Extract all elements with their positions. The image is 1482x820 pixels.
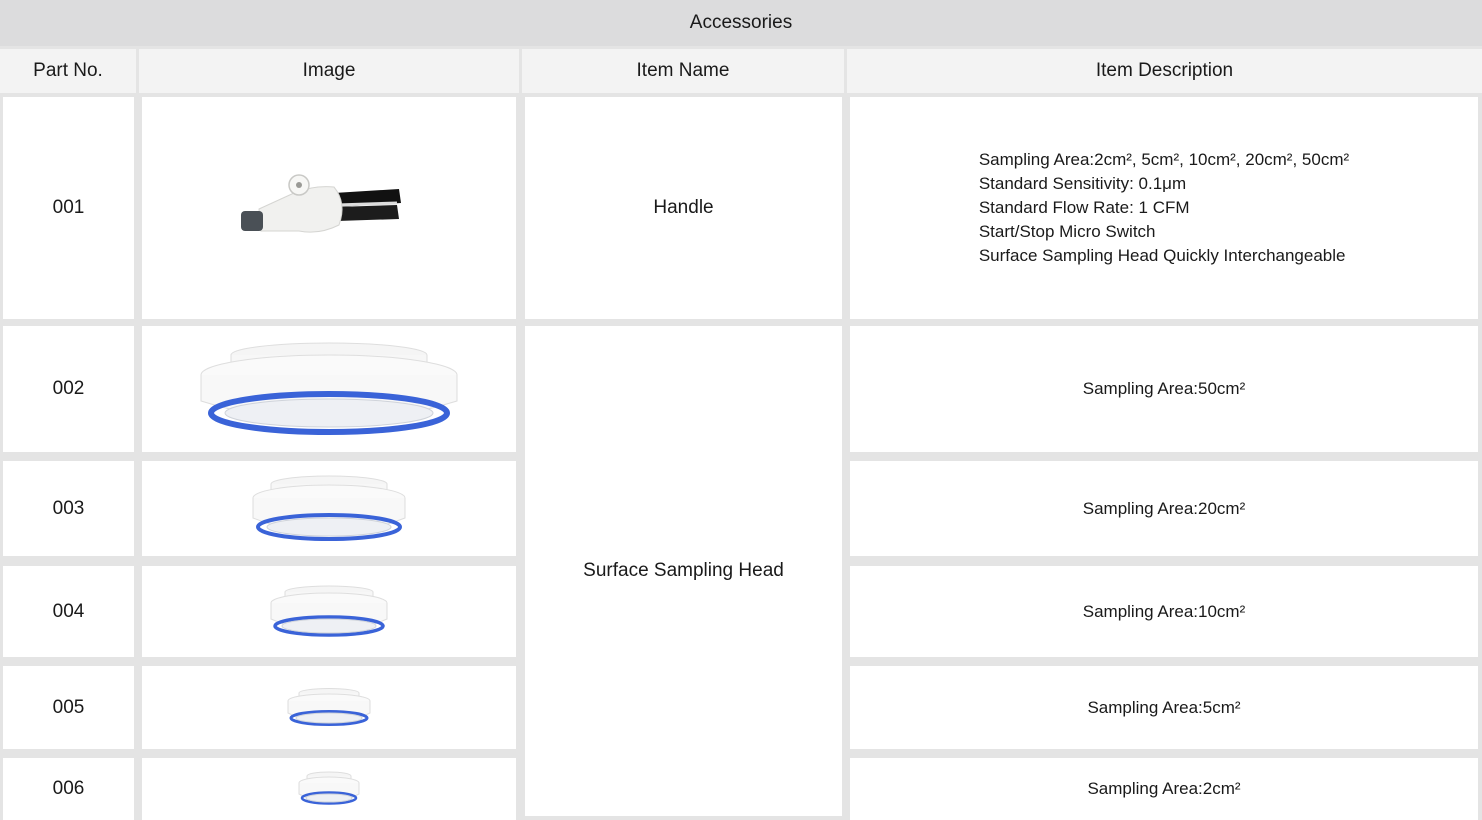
sampling-head-image — [270, 585, 388, 637]
description-line: Sampling Area:50cm² — [1082, 379, 1246, 398]
description-cell: Sampling Area:10cm² — [850, 566, 1478, 657]
description-line: Sampling Area:2cm² — [1087, 779, 1241, 798]
sampling-head-image — [252, 475, 406, 541]
description-cell: Sampling Area:5cm² — [850, 666, 1478, 749]
sampling-head-image — [200, 342, 458, 435]
part-no-cell: 004 — [3, 566, 134, 657]
sampling-head-image — [298, 771, 360, 805]
description-cell: Sampling Area:20cm² — [850, 461, 1478, 556]
image-cell — [142, 97, 516, 319]
description-list: Sampling Area:2cm², 5cm², 10cm², 20cm², … — [979, 148, 1349, 268]
handle-image — [241, 174, 401, 233]
image-cell — [142, 758, 516, 820]
part-no-cell: 003 — [3, 461, 134, 556]
item-name-cell: Handle — [525, 97, 842, 319]
header-part-no: Part No. — [0, 49, 136, 93]
item-name-cell-merged: Surface Sampling Head — [525, 326, 842, 816]
description-line: Standard Flow Rate: 1 CFM — [978, 198, 1190, 217]
header-item-name: Item Name — [522, 49, 844, 93]
description-cell: Sampling Area:50cm² — [850, 326, 1478, 452]
header-image: Image — [139, 49, 519, 93]
part-no-cell: 005 — [3, 666, 134, 749]
part-no-cell: 006 — [3, 758, 134, 820]
table-title: Accessories — [0, 0, 1482, 46]
description-line: Start/Stop Micro Switch — [978, 222, 1156, 241]
description-line: Standard Sensitivity: 0.1μm — [978, 174, 1187, 193]
image-cell — [142, 461, 516, 556]
description-line: Sampling Area:10cm² — [1082, 601, 1246, 621]
image-cell — [142, 666, 516, 749]
description-line: Sampling Area:5cm² — [1087, 697, 1241, 717]
description-line: Surface Sampling Head Quickly Interchang… — [978, 246, 1346, 265]
description-cell: Sampling Area:2cm², 5cm², 10cm², 20cm², … — [850, 97, 1478, 319]
header-item-description: Item Description — [847, 49, 1482, 93]
description-cell: Sampling Area:2cm² — [850, 758, 1478, 820]
description-line: Sampling Area:2cm², 5cm², 10cm², 20cm², … — [978, 150, 1350, 169]
part-no-cell: 001 — [3, 97, 134, 319]
image-cell — [142, 566, 516, 657]
part-no-cell: 002 — [3, 326, 134, 452]
image-cell — [142, 326, 516, 452]
description-line: Sampling Area:20cm² — [1082, 498, 1246, 518]
sampling-head-image — [287, 687, 371, 726]
